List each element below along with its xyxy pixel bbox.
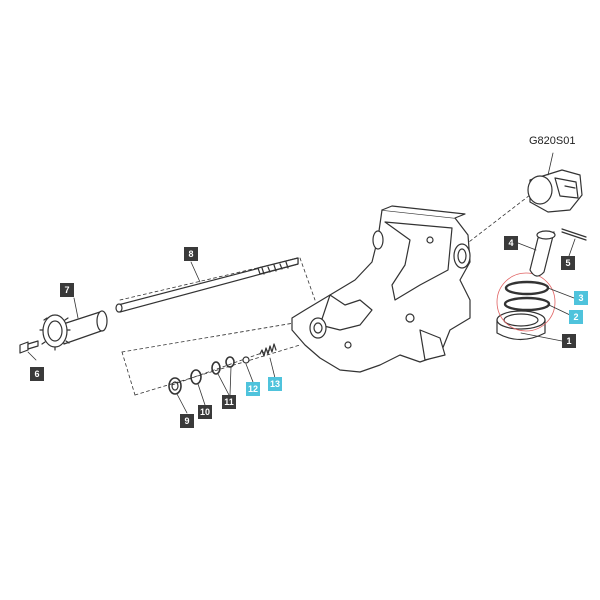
part-7-gear <box>39 310 108 351</box>
callout-6[interactable]: 6 <box>30 367 44 381</box>
part-2-3-rings <box>503 280 551 312</box>
callout-12[interactable]: 12 <box>246 382 260 396</box>
part-6-bolt <box>19 340 39 354</box>
callout-8[interactable]: 8 <box>184 247 198 261</box>
callout-3[interactable]: 3 <box>574 291 588 305</box>
part-4-pin <box>529 230 556 277</box>
part-13-spring <box>259 343 277 357</box>
part-10-clip <box>190 369 202 385</box>
alignment-lines <box>119 194 531 396</box>
part-5-spring-pin <box>561 228 587 241</box>
part-12-ball <box>242 356 250 364</box>
main-housing <box>291 205 471 373</box>
callout-7[interactable]: 7 <box>60 283 74 297</box>
callout-4[interactable]: 4 <box>504 236 518 250</box>
callout-10[interactable]: 10 <box>198 405 212 419</box>
callout-13[interactable]: 13 <box>268 377 282 391</box>
callout-5[interactable]: 5 <box>561 256 575 270</box>
callout-2[interactable]: 2 <box>569 310 583 324</box>
callout-1[interactable]: 1 <box>562 334 576 348</box>
callout-9[interactable]: 9 <box>180 414 194 428</box>
leader-lines <box>27 152 576 414</box>
highlight-ring <box>496 272 556 332</box>
part-9-washer <box>168 377 182 395</box>
part-11-ring <box>211 356 235 375</box>
part-1-sleeve <box>496 310 546 341</box>
top-lever <box>527 169 583 213</box>
callout-11[interactable]: 11 <box>222 395 236 409</box>
drawing-code: G820S01 <box>529 135 576 147</box>
part-8-shaft <box>115 257 299 313</box>
